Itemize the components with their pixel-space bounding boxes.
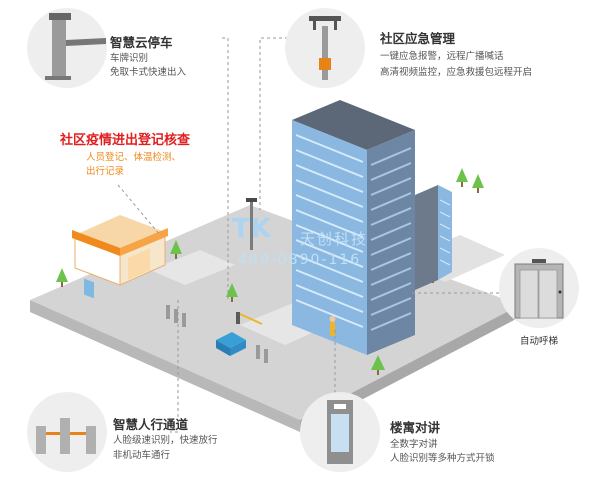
intercom-icon <box>300 392 380 472</box>
emergency-pole <box>246 198 257 250</box>
epidemic-desc-1: 人员登记、体温检测、 <box>86 152 182 163</box>
epidemic-desc-2: 出行记录 <box>86 166 125 177</box>
pedestrian-gate-icon <box>27 392 107 472</box>
parking-desc-2: 免取卡式快速出入 <box>110 67 187 78</box>
watermark-brand: 天创科技 <box>300 230 369 248</box>
car <box>216 332 246 356</box>
epidemic-title: 社区疫情进出登记核查 <box>60 133 191 148</box>
watermark-logo: TK <box>232 214 272 244</box>
intercom-desc-1: 全数字对讲 <box>390 439 438 450</box>
small-building <box>415 185 452 290</box>
pedestrian-desc-2: 非机动车通行 <box>113 450 171 461</box>
pedestrian-title: 智慧人行通道 <box>113 417 189 432</box>
turnstiles <box>166 305 268 363</box>
parking-gate-icon <box>27 8 107 88</box>
watermark-phone: 400-0890-116 <box>238 252 362 268</box>
elevator-icon <box>499 248 579 328</box>
intercom-title: 楼寓对讲 <box>390 420 441 435</box>
connector-lines <box>117 37 500 433</box>
intercom-desc-2: 人脸识别等多种方式开锁 <box>390 453 495 464</box>
elevator-title: 自动呼梯 <box>520 336 559 347</box>
emergency-desc-2: 高清视频监控，应急救援包远程开启 <box>380 67 533 78</box>
emergency-title: 社区应急管理 <box>380 31 456 46</box>
emergency-desc-1: 一键应急报警，远程广播喊话 <box>380 51 504 62</box>
pedestrian-desc-1: 人脸级速识别，快速放行 <box>113 435 218 446</box>
parking-title: 智慧云停车 <box>110 35 173 50</box>
shop-building <box>72 215 168 299</box>
parking-desc-1: 车牌识别 <box>110 53 149 64</box>
main-tower <box>292 100 415 355</box>
emergency-pole-icon <box>285 8 365 88</box>
